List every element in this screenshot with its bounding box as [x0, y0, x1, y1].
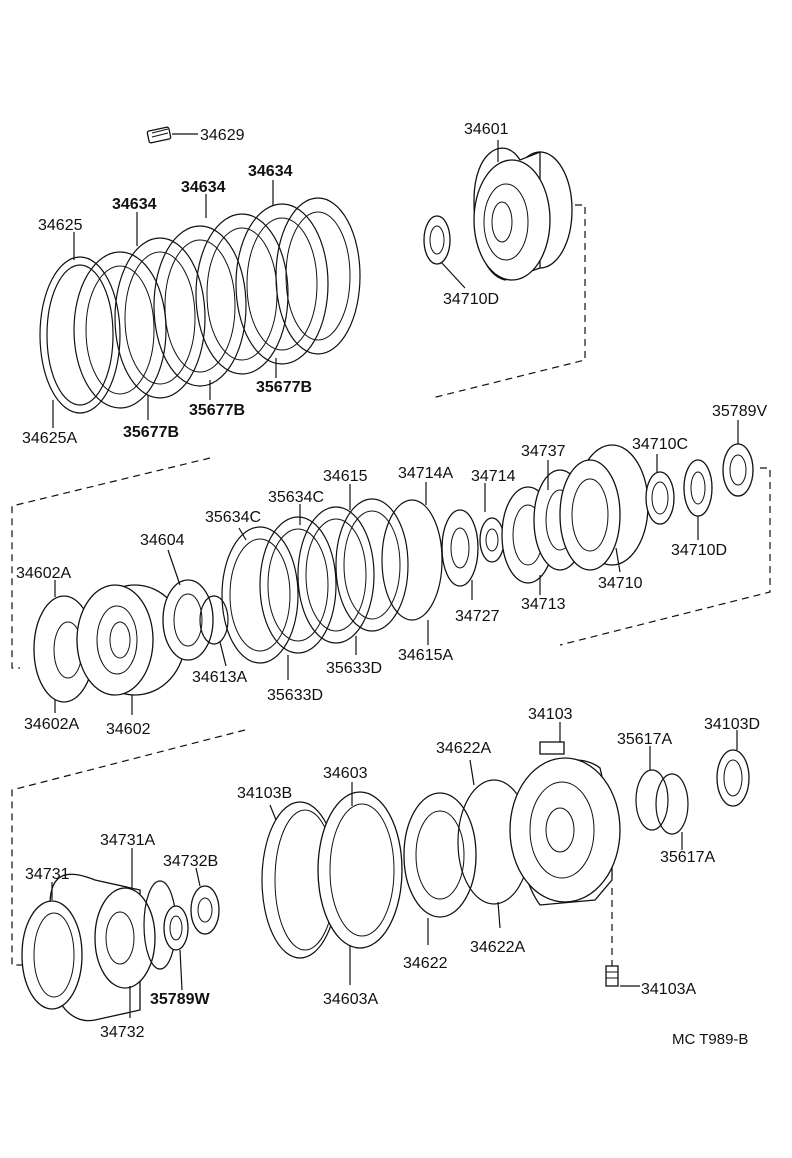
label-34714A: 34714A: [398, 465, 453, 482]
figure-code: MC T989-B: [672, 1031, 748, 1048]
label-34103D: 34103D: [704, 716, 760, 733]
piston-34622-icon: [403, 792, 477, 945]
label-35789W: 35789W: [150, 991, 210, 1008]
washer-34710D-icon: [423, 215, 466, 289]
snap-ring-34625-icon: [39, 256, 121, 414]
label-34731A: 34731A: [100, 832, 155, 849]
drum-34601-assembly: [423, 140, 586, 399]
label-34602A-b: 34602A: [24, 716, 79, 733]
label-34103A: 34103A: [641, 981, 696, 998]
label-34601: 34601: [464, 121, 509, 138]
label-34625A: 34625A: [22, 430, 77, 447]
label-34103B: 34103B: [237, 785, 292, 802]
label-34629: 34629: [200, 127, 245, 144]
band-34603-icon: [317, 782, 403, 985]
bottom-assembly: [11, 722, 750, 1022]
ring-gear-34710-icon: [559, 444, 649, 573]
bolt-34103A-icon: [605, 965, 640, 987]
key-34629-icon: [146, 126, 198, 144]
spring-34604-icon: [162, 549, 214, 661]
washers-34732B-35789W-icon: [143, 867, 220, 991]
label-34634-b: 34634: [181, 179, 226, 196]
brake-plates-icon: [221, 484, 443, 680]
label-35634C-a: 35634C: [268, 489, 324, 506]
label-34622A-b: 34622A: [470, 939, 525, 956]
label-34713: 34713: [521, 596, 566, 613]
label-34603: 34603: [323, 765, 368, 782]
middle-gear-set: [11, 420, 771, 715]
top-leader-lines: [52, 180, 277, 428]
label-35634C-b: 35634C: [205, 509, 261, 526]
label-34710D-a: 34710D: [443, 291, 499, 308]
drum-34601-icon: [473, 140, 573, 281]
label-35633D-a: 35633D: [326, 660, 382, 677]
label-34615: 34615: [323, 468, 368, 485]
label-34625: 34625: [38, 217, 83, 234]
part-labels: 34629 34601 34634 34634 34634 34625 3471…: [16, 121, 767, 1048]
washers-34710C-35789V-icon: [645, 420, 754, 540]
label-34603A: 34603A: [323, 991, 378, 1008]
label-34634-a: 34634: [248, 163, 293, 180]
label-34710C: 34710C: [632, 436, 688, 453]
label-34732B: 34732B: [163, 853, 218, 870]
label-34604: 34604: [140, 532, 185, 549]
label-35677B-c: 35677B: [123, 424, 179, 441]
snap-ring-34613A-icon: [199, 595, 229, 667]
label-35633D-b: 35633D: [267, 687, 323, 704]
label-35677B-b: 35677B: [189, 402, 245, 419]
piston-34602-icon: [76, 584, 186, 715]
label-35617A-a: 35617A: [617, 731, 672, 748]
label-34727: 34727: [455, 608, 500, 625]
label-35789V: 35789V: [712, 403, 767, 420]
label-34710D-b: 34710D: [671, 542, 727, 559]
rings-35617A-34103D-icon: [635, 730, 750, 850]
label-34732: 34732: [100, 1024, 145, 1041]
label-34714: 34714: [471, 468, 516, 485]
housing-34103-icon: [509, 722, 621, 966]
label-34634-c: 34634: [112, 196, 157, 213]
sun-gear-34714-icon: [425, 482, 505, 600]
top-clutch-pack: [39, 126, 361, 428]
clutch-plates-icon: [73, 197, 361, 409]
label-34613A: 34613A: [192, 669, 247, 686]
label-34622: 34622: [403, 955, 448, 972]
label-34622A-a: 34622A: [436, 740, 491, 757]
label-34731: 34731: [25, 866, 70, 883]
hub-34732-icon: [94, 848, 156, 1018]
label-34710: 34710: [598, 575, 643, 592]
label-34103: 34103: [528, 706, 573, 723]
label-34602: 34602: [106, 721, 151, 738]
label-35617A-b: 35617A: [660, 849, 715, 866]
label-34615A: 34615A: [398, 647, 453, 664]
label-35677B-a: 35677B: [256, 379, 312, 396]
label-34737: 34737: [521, 443, 566, 460]
label-34602A-a: 34602A: [16, 565, 71, 582]
